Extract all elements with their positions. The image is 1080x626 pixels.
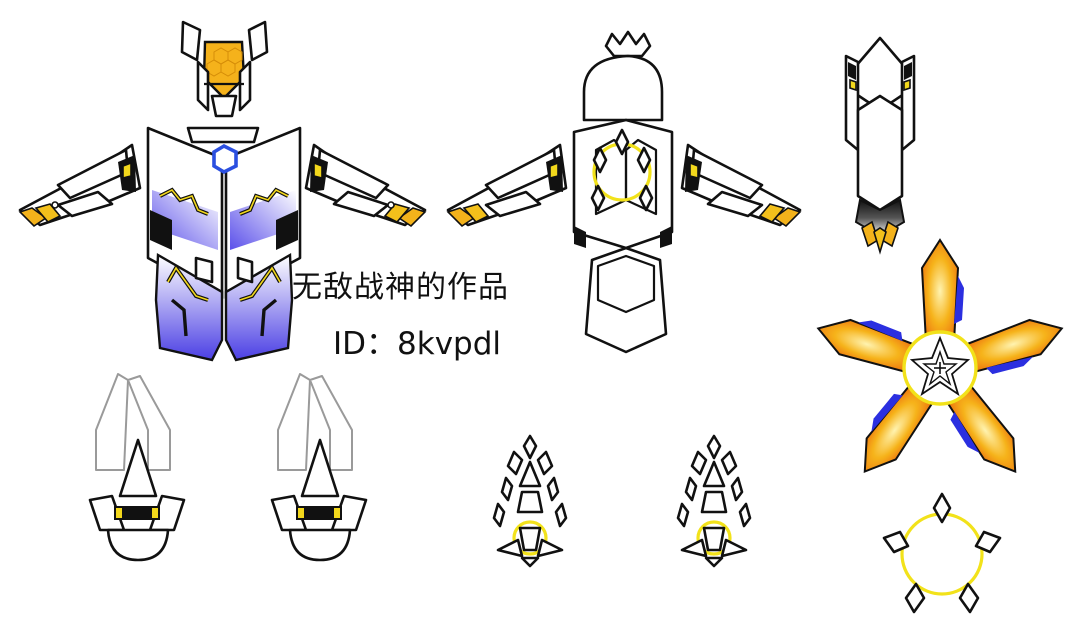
id-value: 8kvpdl	[397, 326, 502, 362]
author-credit: 无敌战神的作品	[292, 270, 509, 305]
chest-armor	[18, 126, 427, 362]
author-id: ID：8kvpdl	[333, 318, 501, 363]
helmet-crest	[180, 20, 269, 118]
id-label: ID：	[333, 326, 398, 362]
